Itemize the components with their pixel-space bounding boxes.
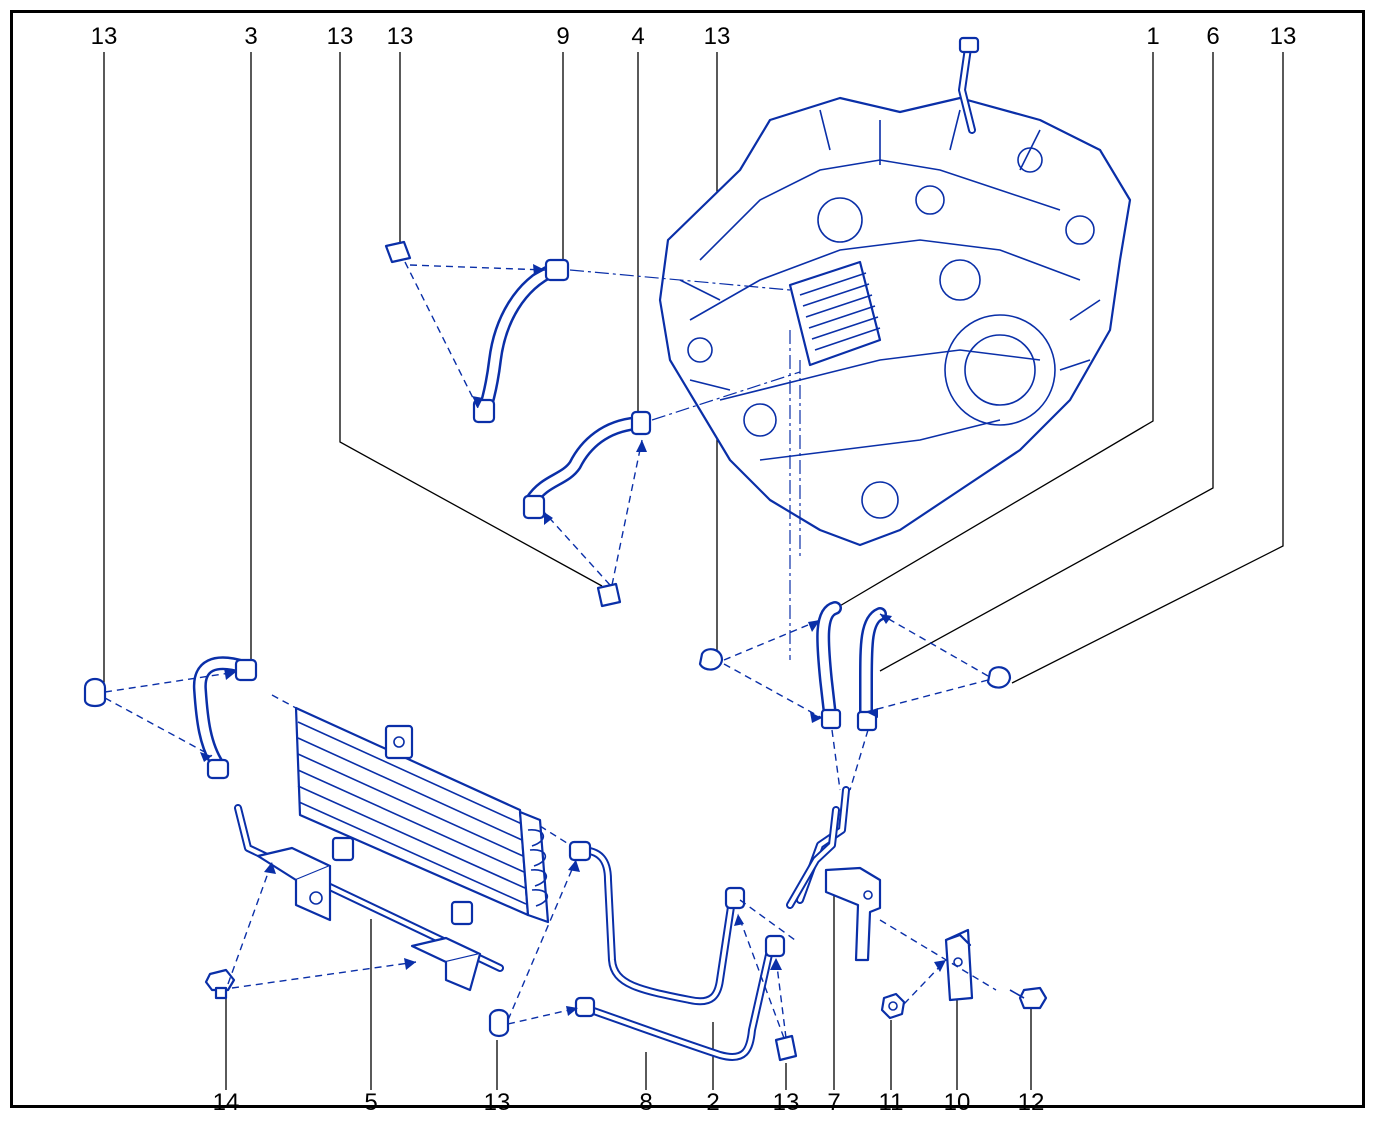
callout-top-3: 13: [327, 23, 354, 50]
callout-bottom-7: 7: [827, 1089, 840, 1116]
hose-3: [192, 656, 258, 780]
cooler-line-8: [574, 934, 786, 1061]
clamp-13-b: [384, 240, 412, 264]
transmission-assembly: [658, 36, 1132, 547]
callout-bottom-9: 10: [944, 1089, 971, 1116]
hose-1: [816, 601, 842, 730]
pipe-assembly-7: [786, 786, 882, 962]
callout-top-7: 13: [704, 23, 731, 50]
cooler-line-5: [234, 804, 504, 992]
cooler-line-2: [568, 840, 746, 1006]
leader-lines: [103, 52, 1284, 1090]
callout-top-6: 4: [631, 23, 644, 50]
callout-bottom-2: 5: [364, 1089, 377, 1116]
callout-top-10: 13: [1270, 23, 1297, 50]
callout-bottom-4: 8: [639, 1089, 652, 1116]
callout-top-4: 13: [387, 23, 414, 50]
callout-top-9: 6: [1206, 23, 1219, 50]
clamp-13-e: [986, 666, 1012, 689]
callout-top-2: 3: [244, 23, 257, 50]
clamp-13-c: [596, 582, 622, 608]
callout-bottom-3: 13: [484, 1089, 511, 1116]
callout-bottom-6: 13: [773, 1089, 800, 1116]
auxiliary-oil-cooler: [271, 694, 579, 926]
clamp-13-a: [83, 677, 107, 708]
nut-11: [880, 992, 906, 1020]
callout-bottom-8: 11: [879, 1089, 904, 1116]
bracket-10: [944, 928, 974, 1002]
arrow-heads: [200, 264, 946, 1016]
bolt-12: [1009, 986, 1048, 1010]
hose-6: [856, 607, 887, 732]
clamp-13-g: [774, 1034, 798, 1062]
callout-bottom-10: 12: [1018, 1089, 1045, 1116]
diagram-frame: [10, 10, 1365, 1108]
hose-4: [522, 410, 652, 520]
hose-9: [472, 258, 570, 424]
callout-top-8: 1: [1146, 23, 1159, 50]
callout-bottom-5: 2: [706, 1089, 719, 1116]
callout-bottom-1: 14: [213, 1089, 240, 1116]
clamp-13-d: [698, 648, 724, 671]
callout-top-1: 13: [91, 23, 118, 50]
callout-top-5: 9: [556, 23, 569, 50]
bolt-14: [204, 968, 236, 1000]
installation-paths: [104, 261, 997, 1039]
clamp-13-f: [488, 1008, 510, 1038]
